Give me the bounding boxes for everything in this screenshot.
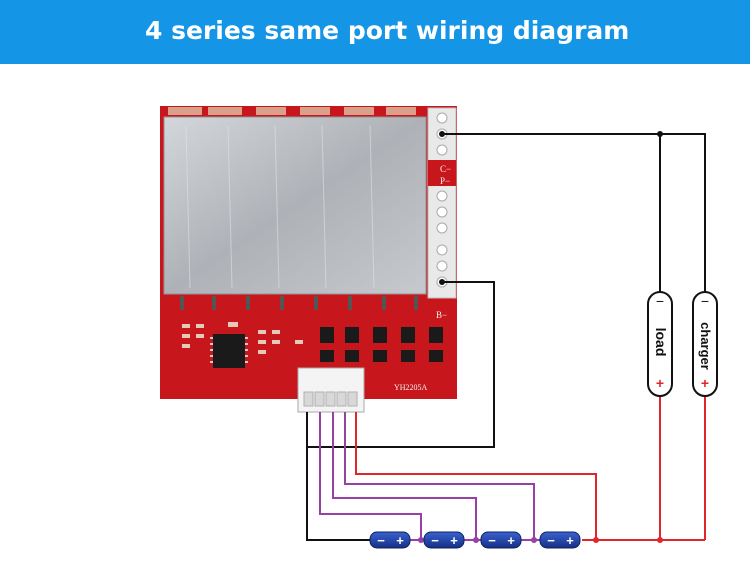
load-minus-symbol: − bbox=[656, 293, 664, 309]
charger-plus-symbol: + bbox=[701, 375, 709, 391]
cell-body bbox=[539, 531, 581, 549]
cell-minus: − bbox=[377, 533, 385, 548]
junction-negative bbox=[657, 131, 663, 137]
battery-cell: − + bbox=[539, 531, 581, 549]
port-b-label: B− bbox=[436, 310, 447, 320]
smd-parts bbox=[182, 322, 303, 354]
port-c-label: C− bbox=[440, 164, 451, 174]
port-label-area bbox=[428, 160, 456, 186]
bms-board: C− P− B− YH2205A bbox=[160, 106, 457, 413]
connector-slots bbox=[303, 391, 358, 407]
junction-b1 bbox=[418, 537, 424, 543]
wire-b-minus bbox=[307, 281, 495, 448]
load-label: load bbox=[653, 328, 669, 357]
junction-b3 bbox=[531, 537, 537, 543]
title-banner: 4 series same port wiring diagram bbox=[0, 0, 750, 64]
control-chip bbox=[213, 334, 245, 368]
charger-device: − charger + bbox=[692, 291, 718, 397]
cell-plus: + bbox=[566, 533, 574, 548]
wire-balance-b0 bbox=[306, 412, 378, 541]
chip-pins bbox=[210, 337, 248, 363]
cell-minus: − bbox=[431, 533, 439, 548]
cell-plus: + bbox=[507, 533, 515, 548]
heatsink bbox=[163, 116, 427, 295]
load-body bbox=[647, 291, 673, 397]
junction-c-terminal bbox=[439, 131, 445, 137]
cell-body bbox=[423, 531, 465, 549]
junctions bbox=[418, 131, 663, 543]
junction-b-terminal bbox=[439, 279, 445, 285]
cell-body bbox=[369, 531, 411, 549]
wire-c-minus bbox=[442, 133, 706, 298]
charger-minus-symbol: − bbox=[701, 293, 709, 309]
charger-label: charger bbox=[698, 322, 713, 370]
wire-balance-b3 bbox=[344, 412, 535, 540]
wire-balance-b2 bbox=[332, 412, 477, 540]
cell-body bbox=[480, 531, 522, 549]
mosfets bbox=[320, 327, 443, 362]
wire-balance-b1 bbox=[319, 412, 422, 540]
battery-cell: − + bbox=[369, 531, 411, 549]
wires bbox=[306, 133, 706, 541]
cell-plus: + bbox=[450, 533, 458, 548]
load-device: − load + bbox=[647, 291, 673, 397]
top-components bbox=[168, 107, 416, 115]
junction-b4 bbox=[593, 537, 599, 543]
charger-body bbox=[692, 291, 718, 397]
battery-cell: − + bbox=[423, 531, 465, 549]
heatsink-posts bbox=[180, 296, 418, 310]
cell-minus: − bbox=[488, 533, 496, 548]
page-title: 4 series same port wiring diagram bbox=[145, 16, 630, 45]
battery-cell: − + bbox=[480, 531, 522, 549]
wire-balance-b4 bbox=[355, 412, 597, 540]
port-p-label: P− bbox=[440, 176, 450, 186]
cell-minus: − bbox=[547, 533, 555, 548]
junction-load-plus bbox=[657, 537, 663, 543]
heatsink-texture bbox=[185, 125, 375, 289]
cell-plus: + bbox=[396, 533, 404, 548]
junction-b2 bbox=[473, 537, 479, 543]
load-plus-symbol: + bbox=[656, 375, 664, 391]
board-model: YH2205A bbox=[394, 383, 428, 392]
